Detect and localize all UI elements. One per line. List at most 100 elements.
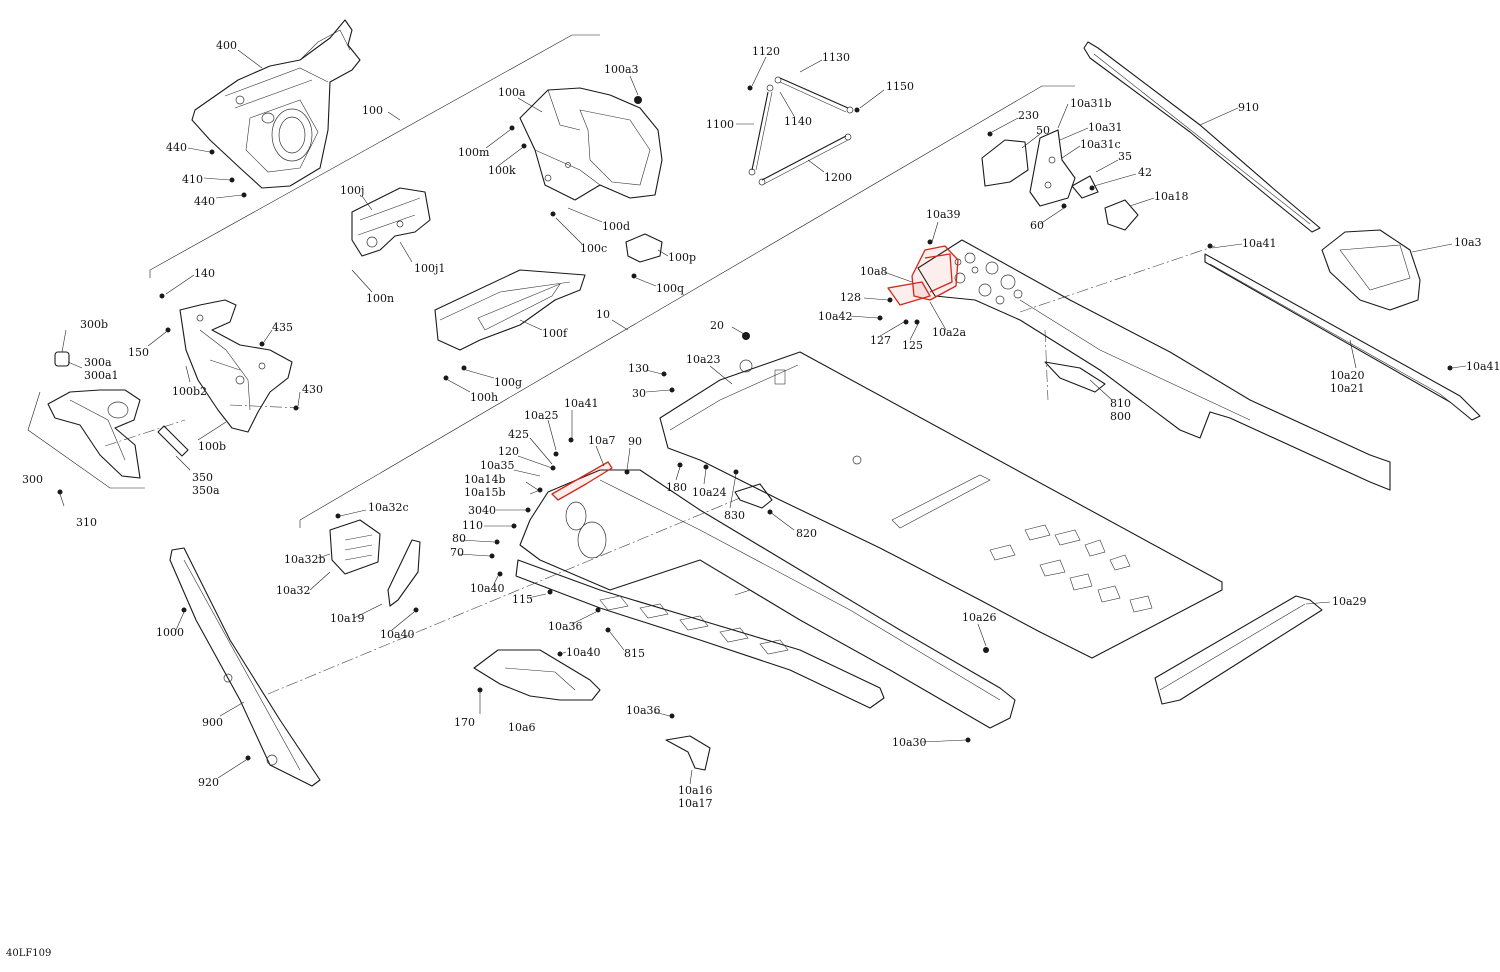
callout: 180 <box>666 481 687 494</box>
callout: 1140 <box>784 115 812 128</box>
callout: 100g <box>494 376 522 389</box>
callout: 10a39 <box>926 208 961 221</box>
callout: 230 <box>1018 109 1039 122</box>
callout: 125 <box>902 339 923 352</box>
group-outline-100 <box>149 34 600 278</box>
callout: 170 <box>454 716 475 729</box>
callout: 10a15b <box>464 486 506 499</box>
callout: 300a <box>84 356 112 369</box>
callout: 10a2a <box>932 326 967 339</box>
callout: 80 <box>452 532 466 545</box>
callout: 440 <box>166 141 187 154</box>
bracket-10a32 <box>329 519 381 575</box>
callout: 100j <box>340 184 364 197</box>
callout: 10a23 <box>686 353 721 366</box>
callout: 300 <box>22 473 43 486</box>
callout: 100b2 <box>172 385 207 398</box>
callout: 100m <box>458 146 490 159</box>
callout: 10a19 <box>330 612 365 625</box>
callout: 10a6 <box>508 721 536 734</box>
tube-350 <box>157 425 189 457</box>
callout: 100p <box>668 251 696 264</box>
drawing-reference-code: 40LF109 <box>6 948 51 959</box>
bracket-820 <box>734 483 773 509</box>
tunnel-left-side <box>519 469 1016 729</box>
group-outline-300 <box>27 391 145 489</box>
part-10a3 <box>1321 229 1421 311</box>
callout: 150 <box>128 346 149 359</box>
callout: 300b <box>80 318 108 331</box>
frame-part-100f <box>434 269 586 351</box>
callout: 100n <box>366 292 394 305</box>
rail-10a20 <box>1204 253 1481 421</box>
bracket-10a6 <box>473 649 601 701</box>
link-rod-1200 <box>758 133 852 186</box>
callout: 815 <box>624 647 645 660</box>
callout: 300a1 <box>84 369 119 382</box>
frame-part-300 <box>47 389 141 479</box>
callout: 830 <box>724 509 745 522</box>
callout: 128 <box>840 291 861 304</box>
bracket-10a16 <box>665 735 711 771</box>
callout: 310 <box>76 516 97 529</box>
callout: 440 <box>194 195 215 208</box>
strut-900 <box>169 547 321 787</box>
callout: 100k <box>488 164 516 177</box>
callout: 10a31c <box>1080 138 1121 151</box>
callout: 810 <box>1110 397 1131 410</box>
callout: 10a36 <box>548 620 583 633</box>
callout: 30 <box>632 387 646 400</box>
callout: 1120 <box>752 45 780 58</box>
callout: 50 <box>1036 124 1050 137</box>
callout: 10a32c <box>368 501 409 514</box>
highlighted-part-10a7 <box>551 461 613 501</box>
callout: 10a3 <box>1454 236 1482 249</box>
callout: 42 <box>1138 166 1152 179</box>
callout: 10a32 <box>276 584 311 597</box>
callout: 10a17 <box>678 797 713 810</box>
fasteners <box>57 85 1453 761</box>
callout: 90 <box>628 435 642 448</box>
bracket-10a19 <box>387 539 421 607</box>
callout: 10a20 <box>1330 369 1365 382</box>
callout: 820 <box>796 527 817 540</box>
callout: 1200 <box>824 171 852 184</box>
callout: 100f <box>542 327 568 340</box>
callout: 60 <box>1030 219 1044 232</box>
callout: 10a21 <box>1330 382 1365 395</box>
callout: 425 <box>508 428 529 441</box>
callout: 10a42 <box>818 310 853 323</box>
callout: 100j1 <box>414 262 445 275</box>
callout: 130 <box>628 362 649 375</box>
callout: 70 <box>450 546 464 559</box>
callout: 10a29 <box>1332 595 1367 608</box>
callout: 435 <box>272 321 293 334</box>
callout: 100c <box>580 242 607 255</box>
callout: 10a16 <box>678 784 713 797</box>
frame-part-400 <box>191 19 361 189</box>
bracket-230 <box>981 139 1029 187</box>
callout: 10a25 <box>524 409 559 422</box>
callout: 120 <box>498 445 519 458</box>
callout: 10a41 <box>564 397 599 410</box>
callout: 100q <box>656 282 684 295</box>
callout: 110 <box>462 519 483 532</box>
callout: 10a14b <box>464 473 506 486</box>
bracket-810 <box>1044 361 1106 393</box>
callout: 10a36 <box>626 704 661 717</box>
callout: 910 <box>1238 101 1259 114</box>
callout: 800 <box>1110 410 1131 423</box>
rail-10a29 <box>1154 595 1323 705</box>
callout: 410 <box>182 173 203 186</box>
callout: 10a40 <box>470 582 505 595</box>
callout: 350a <box>192 484 220 497</box>
callout: 10a8 <box>860 265 888 278</box>
leader-lines <box>59 49 1467 785</box>
link-rod-1100 <box>748 84 774 176</box>
link-rod-1140 <box>774 76 854 114</box>
callout: 100a3 <box>604 63 639 76</box>
callout: 900 <box>202 716 223 729</box>
frame-part-100a <box>519 87 663 201</box>
